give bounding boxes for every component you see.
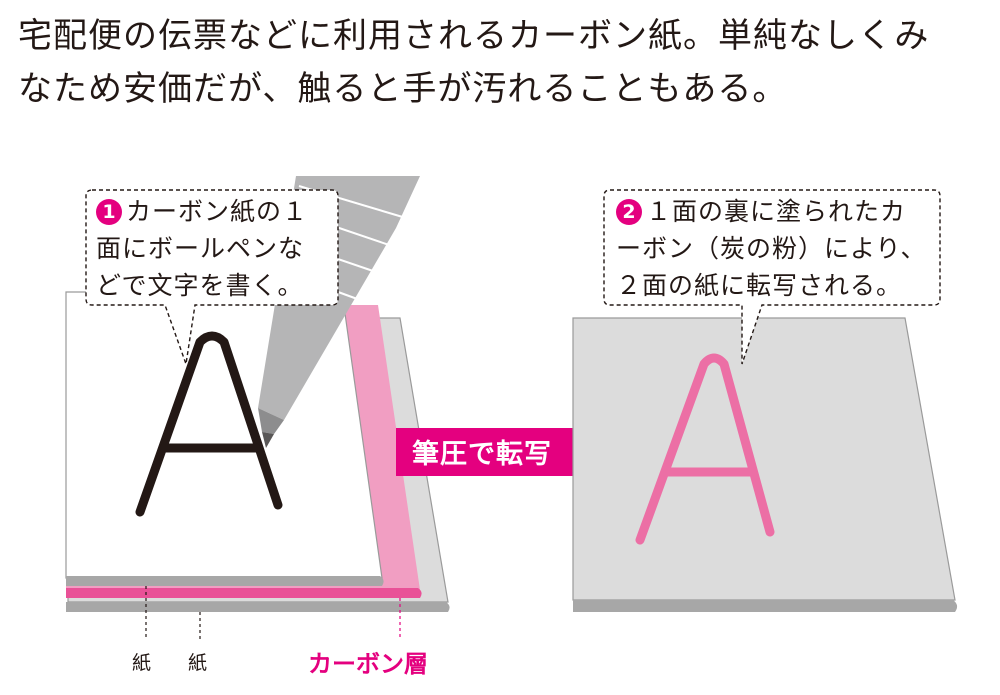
callout-2-line-2: ーボン（炭の粉）により、 (616, 234, 927, 263)
callout-2-box (603, 189, 941, 365)
label-leader-lines (145, 586, 201, 640)
headline-line-1: 宅配便の伝票などに利用されるカーボン紙。単純なしくみ (18, 16, 930, 56)
top-paper (65, 291, 384, 586)
callout-2-line-3: ２面の紙に転写される。 (616, 271, 903, 300)
label-carbon-layer: カーボン層 (308, 650, 428, 678)
copy-paper (572, 317, 958, 612)
label-paper-1: 紙 (132, 652, 152, 674)
callout-1-line-2: 面にボールペンな (96, 234, 305, 263)
label-paper-2: 紙 (188, 652, 208, 674)
copied-letter-a (635, 353, 775, 545)
step-2-badge: 2 (616, 199, 642, 225)
callout-1-line-1: カーボン紙の１ (126, 197, 309, 226)
headline-line-2: なため安価だが、触ると手が汚れることもある。 (18, 69, 788, 109)
headline: 宅配便の伝票などに利用されるカーボン紙。単純なしくみ なため安価だが、触ると手が… (18, 10, 993, 116)
arrow-label: 筆圧で転写 (412, 439, 552, 470)
written-letter-a (135, 331, 283, 517)
step-1-badge: 1 (96, 199, 122, 225)
callout-2-line-1: １面の裏に塗られたカ (646, 197, 907, 226)
callout-1-line-3: どで文字を書く。 (96, 271, 304, 300)
callout-1-box (85, 189, 339, 365)
